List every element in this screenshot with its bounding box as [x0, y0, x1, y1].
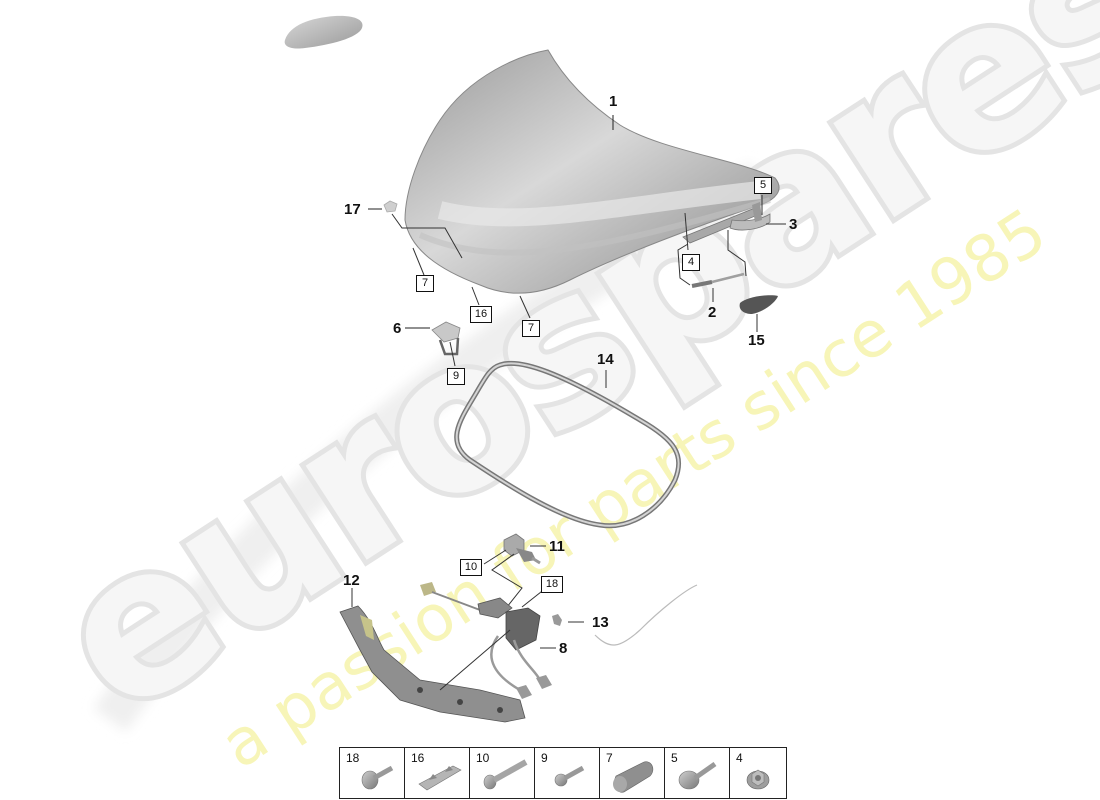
legend-num: 10 [476, 751, 490, 765]
callout-6: 6 [393, 320, 402, 337]
clip-strip-icon [418, 765, 462, 791]
legend-num: 7 [606, 751, 613, 765]
callout-15: 15 [748, 332, 765, 349]
callout-2: 2 [708, 304, 717, 321]
car-silhouette-icon [284, 15, 363, 49]
callout-1: 1 [609, 93, 618, 110]
legend-cell-5: 5 [665, 748, 730, 798]
rubber-buffer-icon [613, 761, 654, 793]
lock-8 [420, 582, 552, 699]
carrier-12 [339, 605, 526, 723]
fastener-legend: 18 16 10 9 [339, 747, 787, 799]
boxref-10: 10 [460, 559, 482, 576]
flange-bolt-icon [361, 765, 394, 790]
legend-num: 4 [736, 751, 743, 765]
gas-strut [691, 272, 745, 288]
cable-13 [552, 614, 562, 626]
boxref-4: 4 [682, 254, 700, 271]
washer-head-bolt-icon [678, 761, 717, 790]
callout-13: 13 [592, 614, 609, 631]
legend-cell-16: 16 [405, 748, 470, 798]
hinge-assembly [682, 202, 771, 244]
bracket-6 [431, 321, 461, 356]
boxref-18: 18 [541, 576, 563, 593]
legend-num: 18 [346, 751, 360, 765]
legend-num: 16 [411, 751, 425, 765]
boxref-5: 5 [754, 177, 772, 194]
legend-num: 9 [541, 751, 548, 765]
switch-11 [503, 533, 541, 565]
pan-head-screw-icon [483, 759, 528, 790]
callout-12: 12 [343, 572, 360, 589]
legend-cell-9: 9 [535, 748, 600, 798]
hood-panel [404, 49, 780, 294]
boxref-9: 9 [447, 368, 465, 385]
legend-cell-18: 18 [340, 748, 405, 798]
seal-14 [454, 360, 682, 529]
boxref-7a: 7 [416, 275, 434, 292]
flange-nut-icon [746, 769, 770, 790]
bump-stop-15 [739, 295, 778, 314]
callout-14: 14 [597, 351, 614, 368]
callout-11: 11 [549, 538, 565, 555]
legend-cell-10: 10 [470, 748, 535, 798]
callout-17: 17 [344, 201, 361, 218]
clip-17 [383, 200, 398, 213]
legend-cell-4: 4 [730, 748, 786, 798]
legend-num: 5 [671, 751, 678, 765]
boxref-7b: 7 [522, 320, 540, 337]
callout-8: 8 [559, 640, 568, 657]
legend-cell-7: 7 [600, 748, 665, 798]
callout-3: 3 [789, 216, 798, 233]
boxref-16: 16 [470, 306, 492, 323]
hex-bolt-icon [554, 765, 585, 787]
